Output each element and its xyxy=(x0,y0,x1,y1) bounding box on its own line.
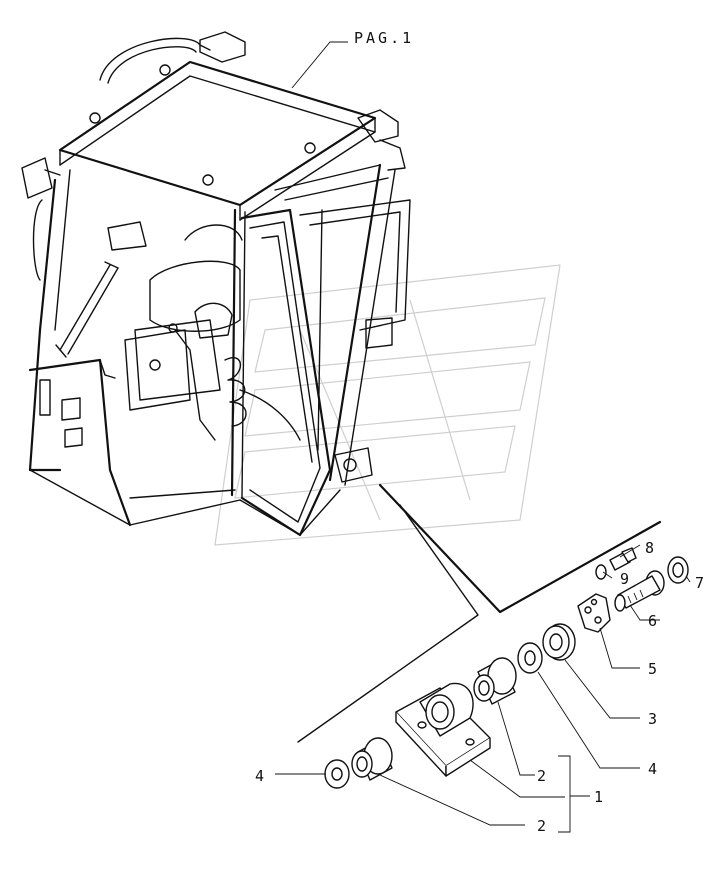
part-4-washer-upper xyxy=(517,642,543,674)
part-2-bushing-upper xyxy=(473,657,517,705)
callout-2-upper: 2 xyxy=(537,767,546,785)
callout-4-upper: 4 xyxy=(648,760,657,778)
exploded-parts xyxy=(324,547,689,789)
part-9-washer xyxy=(595,564,607,580)
callout-9: 9 xyxy=(620,570,629,588)
callout-2-lower: 2 xyxy=(537,817,546,835)
watermark-logo xyxy=(214,264,561,546)
callout-1: 1 xyxy=(594,788,603,806)
callout-3: 3 xyxy=(648,710,657,728)
callout-4-lower: 4 xyxy=(255,767,264,785)
callout-5: 5 xyxy=(648,660,657,678)
callout-7: 7 xyxy=(695,574,704,592)
callout-6: 6 xyxy=(648,612,657,630)
callout-labels: 8 9 7 6 5 3 4 2 1 2 4 xyxy=(255,539,704,835)
part-7-ring xyxy=(667,556,689,584)
part-4-washer-lower xyxy=(324,759,350,789)
part-5-plate xyxy=(577,593,611,633)
page-reference-label: PAG.1 xyxy=(354,29,414,47)
part-3-bushing xyxy=(542,623,576,661)
leader-lines xyxy=(291,41,662,743)
part-2-bushing-lower xyxy=(351,737,393,781)
part-6-pin xyxy=(614,570,665,612)
callout-8: 8 xyxy=(645,539,654,557)
cab-assembly xyxy=(21,31,411,537)
callout-leaders xyxy=(275,544,691,833)
part-8-bolt xyxy=(609,547,637,571)
part-1-bracket xyxy=(395,682,491,777)
